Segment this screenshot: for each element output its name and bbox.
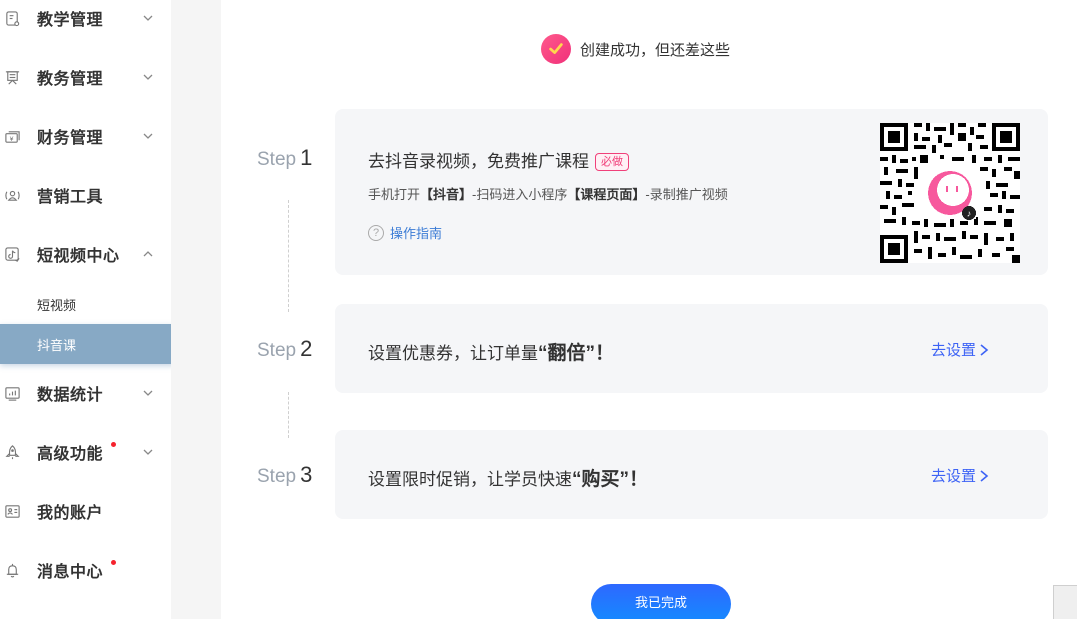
sidebar-item-label: 教学管理 <box>37 12 104 29</box>
sidebar-item-label: 数据统计 <box>37 387 104 404</box>
chevron-down-icon <box>141 70 155 84</box>
step-3-title-text: 设置限时促销，让学员快速 <box>368 470 572 489</box>
rocket-icon <box>3 443 21 461</box>
sidebar-item-short-video[interactable]: 短视频中心 <box>0 234 171 274</box>
desc-bold: 【抖音】 <box>420 187 473 202</box>
go-setup-label: 去设置 <box>931 468 977 485</box>
sidebar-item-teaching[interactable]: 教学管理 <box>0 0 171 38</box>
qr-code: ♪ <box>880 123 1020 263</box>
video-icon <box>3 245 21 263</box>
notification-dot <box>111 442 116 447</box>
id-card-icon <box>3 502 21 520</box>
sidebar-item-account[interactable]: 我的账户 <box>0 491 171 531</box>
chevron-right-icon <box>980 469 989 482</box>
go-setup-coupon-link[interactable]: 去设置 <box>931 339 989 360</box>
step-word: Step <box>257 149 297 170</box>
step-2-title-emphasis: “翻倍”！ <box>538 343 615 364</box>
bell-icon <box>3 561 21 579</box>
sidebar-item-finance[interactable]: ¥ 财务管理 <box>0 116 171 156</box>
step-word: Step <box>257 466 297 487</box>
sidebar-subitem-douyin-course[interactable]: 抖音课 <box>0 324 179 364</box>
desc-text: -录制推广视频 <box>645 187 728 202</box>
floating-widget[interactable] <box>1053 585 1077 619</box>
success-banner: 创建成功，但还差这些 <box>541 34 730 64</box>
chevron-down-icon <box>141 11 155 25</box>
sidebar: 教学管理 教务管理 ¥ 财务管理 营销工具 短视频中心 短视频 抖音课 <box>0 0 179 619</box>
chevron-right-icon <box>980 343 989 356</box>
step-number: 1 <box>300 145 313 170</box>
broadcast-user-icon <box>3 186 21 204</box>
chevron-down-icon <box>141 129 155 143</box>
desc-text: -扫码进入小程序 <box>472 187 568 202</box>
sidebar-item-statistics[interactable]: 数据统计 <box>0 373 171 413</box>
step-2-card: 设置优惠券，让订单量“翻倍”！ 去设置 <box>335 304 1048 393</box>
svg-text:¥: ¥ <box>9 135 13 142</box>
step-1-card: 去抖音录视频，免费推广课程必做 手机打开【抖音】-扫码进入小程序【课程页面】-录… <box>335 109 1048 275</box>
check-circle-icon <box>541 34 571 64</box>
step-word: Step <box>257 340 297 361</box>
step-3-card: 设置限时促销，让学员快速“购买”！ 去设置 <box>335 430 1048 519</box>
chevron-up-icon <box>141 247 155 261</box>
chart-icon <box>3 384 21 402</box>
step-number: 3 <box>300 462 313 487</box>
step-2-title-text: 设置优惠券，让订单量 <box>368 344 538 363</box>
chevron-down-icon <box>141 386 155 400</box>
sidebar-item-label: 财务管理 <box>37 130 104 147</box>
sidebar-item-marketing[interactable]: 营销工具 <box>0 175 171 215</box>
notification-dot <box>111 560 116 565</box>
sidebar-subitem-short-video[interactable]: 短视频 <box>0 284 179 324</box>
sidebar-item-advanced[interactable]: 高级功能 <box>0 432 171 472</box>
desc-bold: 【课程页面】 <box>567 187 646 202</box>
sidebar-item-label: 高级功能 <box>37 446 104 463</box>
desc-text: 手机打开 <box>368 187 421 202</box>
sidebar-item-label: 我的账户 <box>37 505 104 522</box>
layout-gutter <box>171 0 221 619</box>
step-1-title: 去抖音录视频，免费推广课程必做 <box>368 147 629 172</box>
operation-guide-link[interactable]: ? 操作指南 <box>368 223 442 242</box>
done-button[interactable]: 我已完成 <box>591 584 731 619</box>
sidebar-item-label: 短视频中心 <box>37 248 120 265</box>
step-connector <box>288 392 289 438</box>
step-1-title-text: 去抖音录视频，免费推广课程 <box>368 152 589 171</box>
step-3-title: 设置限时促销，让学员快速“购买”！ <box>368 464 648 491</box>
sidebar-item-academic[interactable]: 教务管理 <box>0 57 171 97</box>
required-badge: 必做 <box>595 153 629 171</box>
presentation-icon <box>3 68 21 86</box>
step-2-title: 设置优惠券，让订单量“翻倍”！ <box>368 338 614 365</box>
sidebar-item-label: 营销工具 <box>37 189 104 206</box>
money-icon: ¥ <box>3 127 21 145</box>
sidebar-subitem-label: 短视频 <box>37 297 77 313</box>
sidebar-item-messages[interactable]: 消息中心 <box>0 550 171 590</box>
step-3-title-emphasis: “购买”！ <box>572 469 649 490</box>
guide-label: 操作指南 <box>390 226 443 241</box>
question-circle-icon: ? <box>368 224 384 241</box>
svg-text:♪: ♪ <box>967 209 972 219</box>
go-setup-promotion-link[interactable]: 去设置 <box>931 465 989 486</box>
go-setup-label: 去设置 <box>931 342 977 359</box>
done-button-label: 我已完成 <box>634 594 687 610</box>
success-message: 创建成功，但还差这些 <box>580 41 731 59</box>
sidebar-item-label: 消息中心 <box>37 564 104 581</box>
step-number: 2 <box>300 336 313 361</box>
sidebar-subitem-label: 抖音课 <box>37 337 77 353</box>
sidebar-item-label: 教务管理 <box>37 71 104 88</box>
step-connector <box>288 200 289 312</box>
step-1-description: 手机打开【抖音】-扫码进入小程序【课程页面】-录制推广视频 <box>368 184 728 203</box>
chevron-down-icon <box>141 445 155 459</box>
document-icon <box>3 9 21 27</box>
